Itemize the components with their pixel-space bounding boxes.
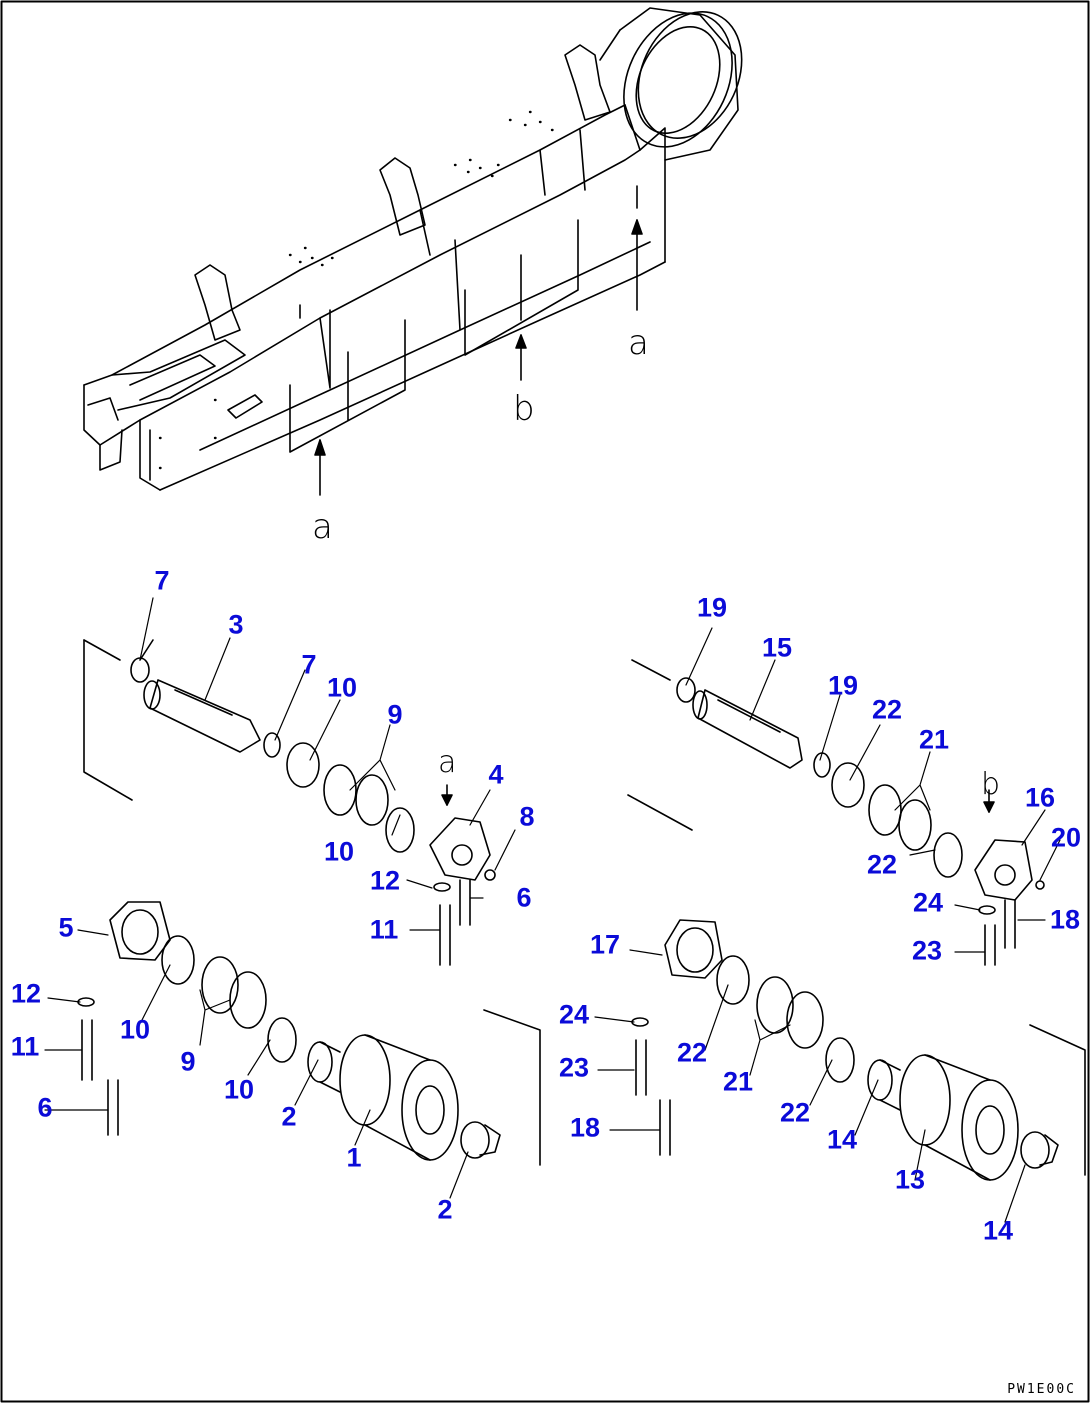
callout-11: 11 (10, 1031, 40, 1062)
callout-20: 20 (1050, 822, 1082, 853)
callout-23: 23 (911, 935, 943, 966)
callout-24: 24 (558, 999, 590, 1030)
callout-23: 23 (558, 1052, 590, 1083)
callout-5: 5 (58, 912, 74, 943)
callout-2: 2 (281, 1101, 297, 1132)
callout-19: 19 (696, 592, 728, 623)
drawing-code: PW1E00C (1007, 1382, 1076, 1397)
callout-10: 10 (119, 1014, 151, 1045)
callout-6: 6 (37, 1092, 53, 1123)
callout-10: 10 (223, 1074, 255, 1105)
callout-16: 16 (1024, 782, 1056, 813)
track-frame-drawing (83, 7, 743, 496)
callout-17: 17 (589, 929, 621, 960)
callout-7: 7 (301, 649, 317, 680)
callout-10: 10 (326, 672, 358, 703)
frame-ref-a-left: a (312, 507, 333, 547)
leader-lines (44, 597, 1061, 1223)
callout-7: 7 (154, 565, 170, 596)
callout-19: 19 (827, 670, 859, 701)
callout-18: 18 (1049, 904, 1081, 935)
callout-22: 22 (866, 849, 898, 880)
callout-3: 3 (228, 609, 244, 640)
callout-12: 12 (369, 865, 401, 896)
callout-13: 13 (894, 1164, 926, 1195)
frame-ref-a-right: a (628, 323, 649, 363)
idler-ref-b: b (981, 767, 1001, 802)
idler-ref-a: a (438, 745, 457, 780)
frame-ref-b: b (513, 389, 535, 429)
callout-12: 12 (10, 978, 42, 1009)
callout-24: 24 (912, 887, 944, 918)
callout-2: 2 (437, 1194, 453, 1225)
callout-21: 21 (918, 724, 950, 755)
callout-4: 4 (488, 759, 504, 790)
callout-15: 15 (761, 632, 793, 663)
callout-18: 18 (569, 1112, 601, 1143)
rear-carrier-roller-drawing (627, 659, 1086, 1181)
callout-14: 14 (826, 1124, 858, 1155)
callout-1: 1 (346, 1142, 362, 1173)
callout-9: 9 (180, 1046, 196, 1077)
callout-22: 22 (676, 1037, 708, 1068)
callout-11: 11 (369, 914, 399, 945)
callout-21: 21 (722, 1066, 754, 1097)
callout-9: 9 (387, 699, 403, 730)
callout-14: 14 (982, 1215, 1014, 1246)
front-carrier-roller-drawing (77, 639, 541, 1166)
callout-8: 8 (519, 801, 535, 832)
callout-22: 22 (871, 694, 903, 725)
callout-10: 10 (323, 836, 355, 867)
callout-6: 6 (516, 882, 532, 913)
callout-22: 22 (779, 1097, 811, 1128)
